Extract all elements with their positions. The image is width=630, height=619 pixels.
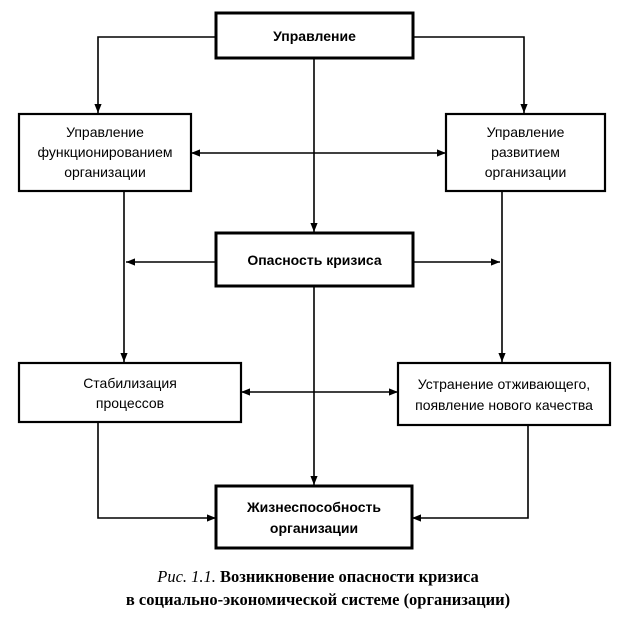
node-development-label-line1: Управление [487,124,565,140]
arrow-stabilization-to-viability [97,422,216,522]
node-viability: Жизнеспособность организации [214,484,414,550]
arrow-renewal-to-viability [412,425,529,522]
node-management-label: Управление [273,28,356,44]
node-renewal-label-line1: Устранение отживающего, [418,376,590,392]
caption-line1: Возникновение опасности кризиса [220,567,479,586]
node-viability-label-line2: организации [270,520,358,536]
node-functioning-management: Управление функционированием организации [17,112,193,193]
node-renewal: Устранение отживающего, появление нового… [396,361,612,427]
caption-line2: в социально-экономической системе (орган… [126,590,510,609]
node-development-management: Управление развитием организации [444,112,607,193]
node-crisis-danger-label: Опасность кризиса [247,252,382,268]
node-functioning-label-line2: функционированием [38,144,173,160]
connectors [94,36,529,522]
node-crisis-danger: Опасность кризиса [214,231,415,288]
figure-caption: Рис. 1.1. Возникновение опасности кризис… [126,567,510,609]
node-functioning-label-line1: Управление [66,124,144,140]
node-renewal-label-line2: появление нового качества [415,397,593,413]
node-stabilization-label-line1: Стабилизация [83,375,177,391]
node-stabilization-label-line2: процессов [96,395,164,411]
node-viability-label-line1: Жизнеспособность [246,499,381,515]
node-management: Управление [214,11,415,60]
figure-number: Рис. 1.1. [156,567,220,586]
node-development-label-line3: организации [485,164,567,180]
svg-text:Рис. 1.1. Возникновение: Рис. 1.1. Возникновение опасности кризис… [156,567,478,586]
arrow-management-to-development [413,36,528,113]
node-stabilization: Стабилизация процессов [17,361,243,424]
arrow-management-to-functioning [94,36,216,113]
node-functioning-label-line3: организации [64,164,146,180]
node-development-label-line2: развитием [491,144,560,160]
